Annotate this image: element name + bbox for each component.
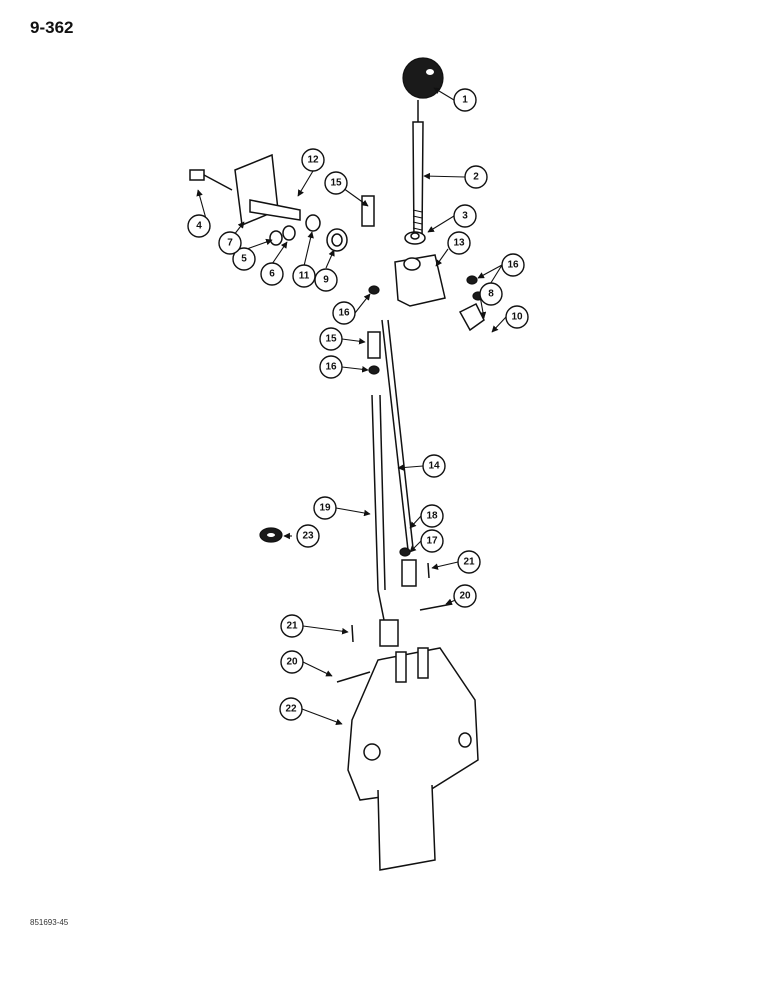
callout-22: 22 xyxy=(279,697,303,721)
callout-21: 21 xyxy=(457,550,481,574)
callout-6: 6 xyxy=(260,262,284,286)
callout-8: 8 xyxy=(479,282,503,306)
seal-part xyxy=(259,527,283,543)
svg-text:14: 14 xyxy=(428,461,440,472)
svg-text:9: 9 xyxy=(323,275,329,286)
bushing-part xyxy=(326,228,348,252)
svg-text:2: 2 xyxy=(473,172,479,183)
svg-text:11: 11 xyxy=(299,271,310,282)
svg-text:8: 8 xyxy=(488,289,494,300)
svg-text:18: 18 xyxy=(426,511,438,522)
washer-parts xyxy=(269,214,321,246)
svg-text:16: 16 xyxy=(325,362,337,373)
callout-13: 13 xyxy=(447,231,471,255)
callout-12: 12 xyxy=(301,148,325,172)
callout-16: 16 xyxy=(332,301,356,325)
svg-text:6: 6 xyxy=(269,269,275,280)
callout-15: 15 xyxy=(324,171,348,195)
callout-15: 15 xyxy=(319,327,343,351)
callout-3: 3 xyxy=(453,204,477,228)
svg-text:1: 1 xyxy=(462,95,468,106)
callout-21: 21 xyxy=(280,614,304,638)
lever-rod-part xyxy=(412,100,424,241)
svg-text:13: 13 xyxy=(453,238,465,249)
callout-14: 14 xyxy=(422,454,446,478)
figure-code: 851693-45 xyxy=(30,918,69,927)
control-rods-part xyxy=(371,319,414,621)
control-valve-part xyxy=(347,647,479,871)
page-number: 9-362 xyxy=(30,18,74,37)
callout-2: 2 xyxy=(464,165,488,189)
callout-23: 23 xyxy=(296,524,320,548)
svg-text:23: 23 xyxy=(302,531,314,542)
clevis-parts xyxy=(379,547,417,647)
callout-1: 1 xyxy=(453,88,477,112)
svg-text:10: 10 xyxy=(511,312,523,323)
pin-and-cotter-parts xyxy=(336,562,453,683)
pivot-bracket-part xyxy=(394,254,446,307)
callout-20: 20 xyxy=(280,650,304,674)
callout-9: 9 xyxy=(314,268,338,292)
svg-text:15: 15 xyxy=(325,334,337,345)
nut-part xyxy=(404,231,426,245)
callout-10: 10 xyxy=(505,305,529,329)
callout-19: 19 xyxy=(313,496,337,520)
svg-text:16: 16 xyxy=(507,260,519,271)
callout-4: 4 xyxy=(187,214,211,238)
svg-text:15: 15 xyxy=(330,178,342,189)
svg-text:19: 19 xyxy=(319,503,331,514)
mounting-plate-part xyxy=(234,153,301,227)
svg-text:7: 7 xyxy=(227,238,233,249)
svg-text:17: 17 xyxy=(426,536,438,547)
svg-text:20: 20 xyxy=(286,657,298,668)
svg-text:3: 3 xyxy=(462,211,468,222)
svg-text:21: 21 xyxy=(286,621,298,632)
svg-text:21: 21 xyxy=(463,557,475,568)
knob-part xyxy=(402,57,444,99)
callout-18: 18 xyxy=(420,504,444,528)
svg-text:12: 12 xyxy=(307,155,319,166)
block-part xyxy=(458,302,485,332)
svg-text:22: 22 xyxy=(285,704,297,715)
callout-16: 16 xyxy=(319,355,343,379)
bolt-part xyxy=(189,169,233,191)
callout-20: 20 xyxy=(453,584,477,608)
callout-11: 11 xyxy=(292,264,316,288)
callout-16: 16 xyxy=(501,253,525,277)
callout-7: 7 xyxy=(218,231,242,255)
svg-text:5: 5 xyxy=(241,254,247,265)
callout-5: 5 xyxy=(232,247,256,271)
svg-text:16: 16 xyxy=(338,308,350,319)
svg-text:20: 20 xyxy=(459,591,471,602)
callout-17: 17 xyxy=(420,529,444,553)
svg-text:4: 4 xyxy=(196,221,202,232)
